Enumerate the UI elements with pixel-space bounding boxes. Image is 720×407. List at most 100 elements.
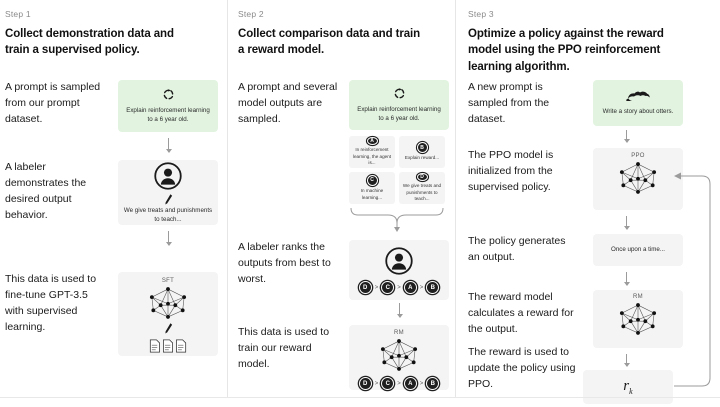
step-2-labeler-card: D > C > A > B <box>349 240 449 300</box>
option-text-a: In reinforcement learning, the agent is.… <box>352 147 392 166</box>
step-2-ranking-bottom: D > C > A > B <box>358 377 440 390</box>
step-1-row-2: A labeler demonstrates the desired outpu… <box>5 160 218 225</box>
step-3-row-2: The PPO model is initialized from the su… <box>468 148 683 210</box>
refresh-icon <box>163 88 173 100</box>
rank-bead-4: B <box>426 377 440 390</box>
step-3-caption-3: The policy generates an output. <box>468 235 566 263</box>
step-2-arrow-1 <box>396 303 403 318</box>
documents-icon <box>149 339 187 353</box>
step-3-ppo-card: PPO <box>593 148 683 210</box>
neural-network-icon <box>149 287 187 319</box>
bottom-divider <box>0 397 720 398</box>
step-2-options: A In reinforcement learning, the agent i… <box>349 136 445 204</box>
step-1-caption-2: A labeler demonstrates the desired outpu… <box>5 161 87 221</box>
step-3-arrow-2 <box>623 216 630 230</box>
option-card-d: D We give treats and punishments to teac… <box>399 172 445 204</box>
step-3-rm-label: RM <box>633 294 643 300</box>
step-1-sft-label: SFT <box>161 278 175 284</box>
step-2-title: Collect comparison data and train a rewa… <box>238 28 421 57</box>
step-3-row-5: The reward is used to update the policy … <box>468 345 580 393</box>
rank-gt-3: > <box>419 284 424 291</box>
step-3-caption-4: The reward model calculates a reward for… <box>468 291 574 335</box>
step-1-label: Step 1 <box>5 9 31 19</box>
step-1-title: Collect demonstration data and train a s… <box>5 28 174 57</box>
step-3-output-text: Once upon a time... <box>611 246 665 254</box>
rank-bead-2: C <box>381 377 395 390</box>
reward-symbol-sub: k <box>629 387 633 396</box>
step-2-caption-1: A prompt and several model outputs are s… <box>238 81 338 125</box>
step-3-arrow-3 <box>623 272 630 286</box>
step-2-prompt-card: Explain reinforcement learning to a 6 ye… <box>349 80 449 130</box>
step-3-row-3: The policy generates an output. Once upo… <box>468 234 683 266</box>
step-2-row-3: This data is used to train our reward mo… <box>238 325 449 390</box>
step-3-prompt-card: Write a story about otters. <box>593 80 683 126</box>
step-3-prompt-text: Write a story about otters. <box>602 108 674 116</box>
step-1-row-1: A prompt is sampled from our prompt data… <box>5 80 218 132</box>
step-2-label: Step 2 <box>238 9 264 19</box>
step-1-prompt-text: Explain reinforcement learning to a 6 ye… <box>126 106 210 123</box>
rank-bead-4: B <box>426 281 440 294</box>
otter-icon <box>626 91 650 102</box>
rank-bead-2: C <box>381 281 395 294</box>
step-3-caption-1: A new prompt is sampled from the dataset… <box>468 81 550 125</box>
rank-bead-3: A <box>403 281 417 294</box>
step-2-caption-3: This data is used to train our reward mo… <box>238 326 330 370</box>
rank-gt-2: > <box>397 380 401 387</box>
reward-symbol-base: r <box>623 378 630 394</box>
step-3-column: Step 3 Optimize a policy against the rew… <box>455 0 720 404</box>
step-2-row-2: A labeler ranks the outputs from best to… <box>238 240 449 300</box>
option-card-c: C In machine learning... <box>349 172 395 204</box>
rank-bead-1: D <box>358 377 372 390</box>
step-2-rm-label: RM <box>394 330 404 336</box>
rank-gt-1: > <box>374 380 379 387</box>
option-letter-b: B <box>416 142 428 154</box>
step-3-title: Optimize a policy against the reward mod… <box>468 28 664 73</box>
option-text-b: Explain reward... <box>404 155 440 161</box>
step-1-caption-1: A prompt is sampled from our prompt data… <box>5 81 101 125</box>
ppo-feedback-loop-arrow <box>674 172 711 387</box>
neural-network-icon <box>619 162 657 194</box>
rank-bead-3: A <box>403 377 417 390</box>
step-1-caption-3: This data is used to fine-tune GPT-3.5 w… <box>5 273 97 333</box>
step-1-labeler-text: We give treats and punishments to teach.… <box>123 206 213 223</box>
step-2-column: Step 2 Collect comparison data and train… <box>227 0 455 397</box>
step-1-labeler-card: We give treats and punishments to teach.… <box>118 160 218 225</box>
person-icon <box>154 162 182 190</box>
step-1-column: Step 1 Collect demonstration data and tr… <box>0 0 227 397</box>
step-2-row-1: A prompt and several model outputs are s… <box>238 80 449 130</box>
step-2-rm-card: RM D > C <box>349 325 449 390</box>
step-2-ranking-top: D > C > A > B <box>358 281 440 294</box>
step-3-reward-card: rk <box>583 370 673 404</box>
pencil-icon <box>164 323 172 334</box>
step-1-sft-card: SFT <box>118 272 218 356</box>
step-1-row-3: This data is used to fine-tune GPT-3.5 w… <box>5 272 218 356</box>
rank-gt-2: > <box>397 284 401 291</box>
person-icon <box>385 247 413 275</box>
rank-bead-1: D <box>358 281 372 294</box>
refresh-icon <box>394 87 404 99</box>
step-2-brace <box>350 207 444 232</box>
step-3-caption-2: The PPO model is initialized from the su… <box>468 149 554 193</box>
option-letter-a: A <box>366 137 378 146</box>
option-text-d: We give treats and punishments to teach.… <box>402 183 442 202</box>
neural-network-icon <box>380 339 418 371</box>
option-text-c: In machine learning... <box>360 187 384 200</box>
step-2-prompt-text: Explain reinforcement learning to a 6 ye… <box>357 105 441 122</box>
step-1-prompt-card: Explain reinforcement learning to a 6 ye… <box>118 80 218 132</box>
step-3-output-card: Once upon a time... <box>593 234 683 266</box>
step-3-ppo-label: PPO <box>631 153 645 159</box>
option-letter-d: D <box>416 173 428 182</box>
step-3-caption-5: The reward is used to update the policy … <box>468 346 576 390</box>
option-letter-c: C <box>366 174 378 186</box>
rank-gt-3: > <box>419 380 424 387</box>
rank-gt-1: > <box>374 284 379 291</box>
step-3-row-4: The reward model calculates a reward for… <box>468 290 683 348</box>
step-2-caption-2: A labeler ranks the outputs from best to… <box>238 241 331 285</box>
reward-symbol: rk <box>623 378 632 396</box>
option-card-a: A In reinforcement learning, the agent i… <box>349 136 395 168</box>
step-3-row-1: A new prompt is sampled from the dataset… <box>468 80 683 128</box>
step-3-label: Step 3 <box>468 9 494 19</box>
step-3-arrow-4 <box>623 354 630 367</box>
step-1-arrow-2 <box>165 231 172 246</box>
